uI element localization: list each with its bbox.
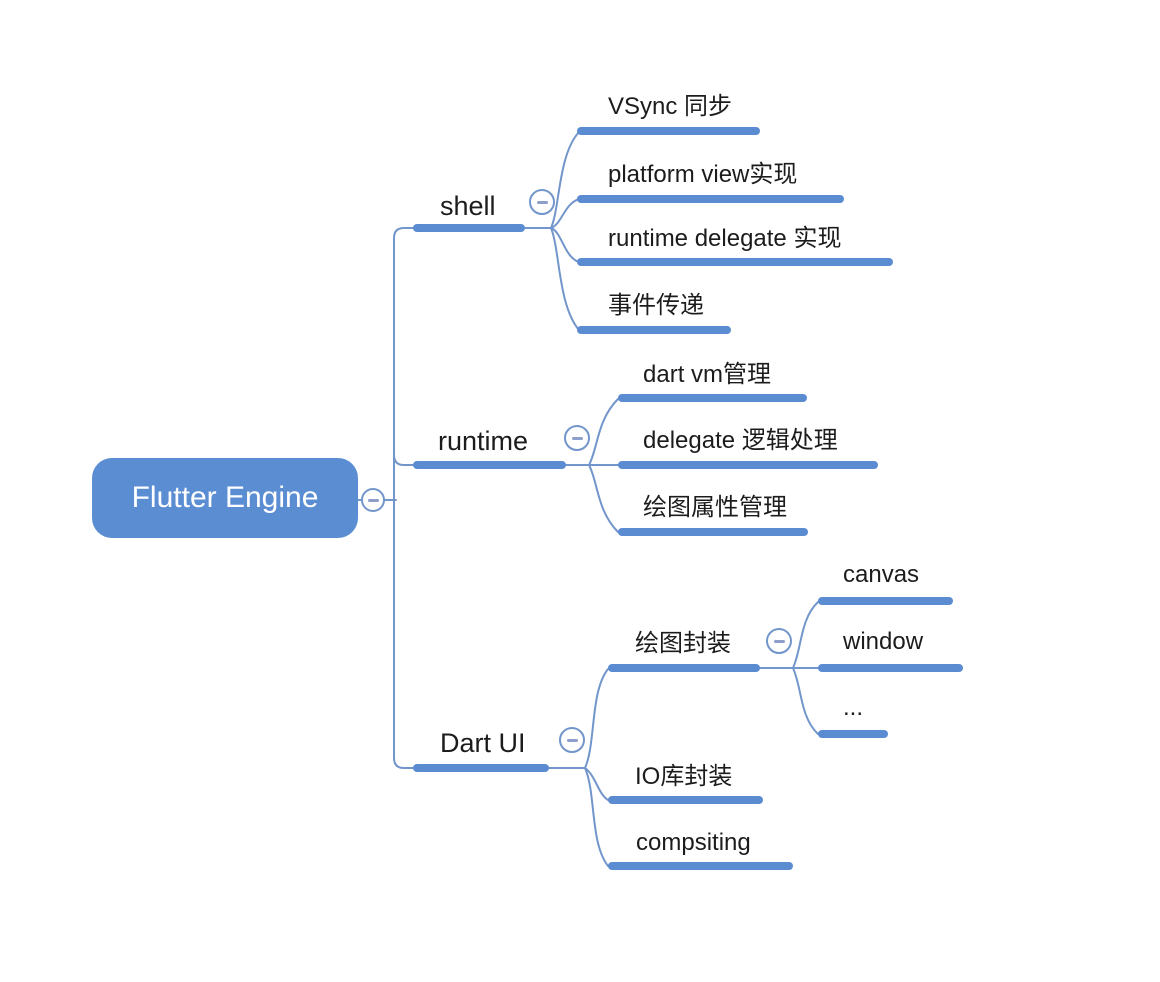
shell-child-curve <box>550 227 580 331</box>
topic-canvas[interactable]: canvas <box>843 561 920 588</box>
topic-delegate-logic[interactable]: delegate 逻辑处理 <box>643 427 838 454</box>
shell-child-curve <box>550 131 580 229</box>
shell-child-curve <box>550 227 580 263</box>
minus-circle-icon <box>571 436 583 440</box>
topic-vsync[interactable]: VSync 同步 <box>608 93 733 120</box>
huitu-child-curve <box>792 667 819 735</box>
dartui-child-curve <box>584 767 609 801</box>
topic-window[interactable]: window <box>843 628 924 655</box>
trunk-line <box>393 227 417 769</box>
topic-compsiting[interactable]: compsiting <box>636 829 751 856</box>
minus-circle-icon <box>566 738 578 742</box>
topic-shell[interactable]: shell <box>440 191 496 221</box>
topic-dart-ui[interactable]: Dart UI <box>440 728 526 758</box>
shell-child-curve <box>550 198 580 229</box>
minus-circle-icon <box>536 200 548 204</box>
huitu-child-curve <box>792 601 819 669</box>
dartui-child-curve <box>584 767 609 867</box>
topic-runtime-delegate[interactable]: runtime delegate 实现 <box>608 225 842 252</box>
collapse-toggle-root[interactable] <box>361 488 385 512</box>
topic-io-wrap[interactable]: IO库封装 <box>635 763 733 790</box>
runtime-child-curve <box>588 464 619 533</box>
runtime-child-curve <box>588 398 619 466</box>
runtime-stub-line <box>393 454 417 466</box>
dartui-child-curve <box>584 668 609 769</box>
root-topic-flutter-engine[interactable]: Flutter Engine <box>92 458 358 538</box>
minus-circle-icon <box>367 498 379 502</box>
collapse-toggle-dartui[interactable] <box>559 727 585 753</box>
topic-runtime[interactable]: runtime <box>438 426 529 456</box>
topic-dart-vm[interactable]: dart vm管理 <box>643 361 772 388</box>
collapse-toggle-runtime[interactable] <box>564 425 590 451</box>
root-topic-label: Flutter Engine <box>131 481 319 514</box>
collapse-toggle-draw-wrap[interactable] <box>766 628 792 654</box>
minus-circle-icon <box>773 639 785 643</box>
topic-draw-props[interactable]: 绘图属性管理 <box>643 494 787 521</box>
topic-draw-wrap[interactable]: 绘图封装 <box>635 630 731 657</box>
collapse-toggle-shell[interactable] <box>529 189 555 215</box>
topic-platform-view[interactable]: platform view实现 <box>608 161 798 188</box>
topic-more[interactable]: ... <box>843 694 864 721</box>
topic-event-pass[interactable]: 事件传递 <box>608 292 704 319</box>
